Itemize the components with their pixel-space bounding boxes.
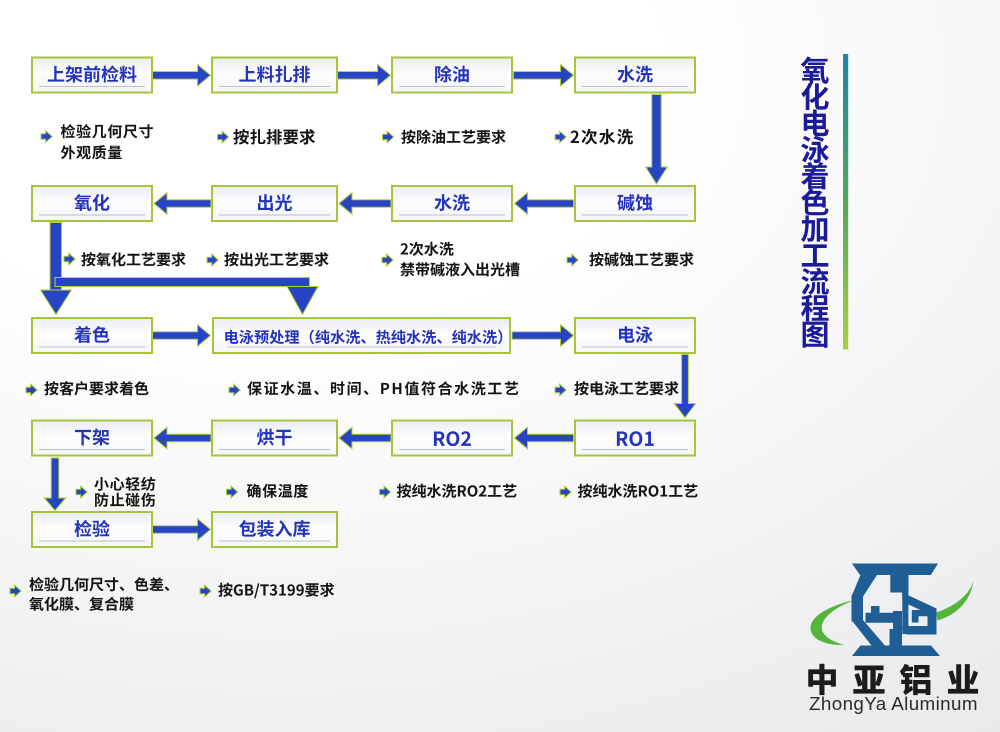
svg-text:ZhongYa Aluminum: ZhongYa Aluminum: [809, 693, 978, 714]
